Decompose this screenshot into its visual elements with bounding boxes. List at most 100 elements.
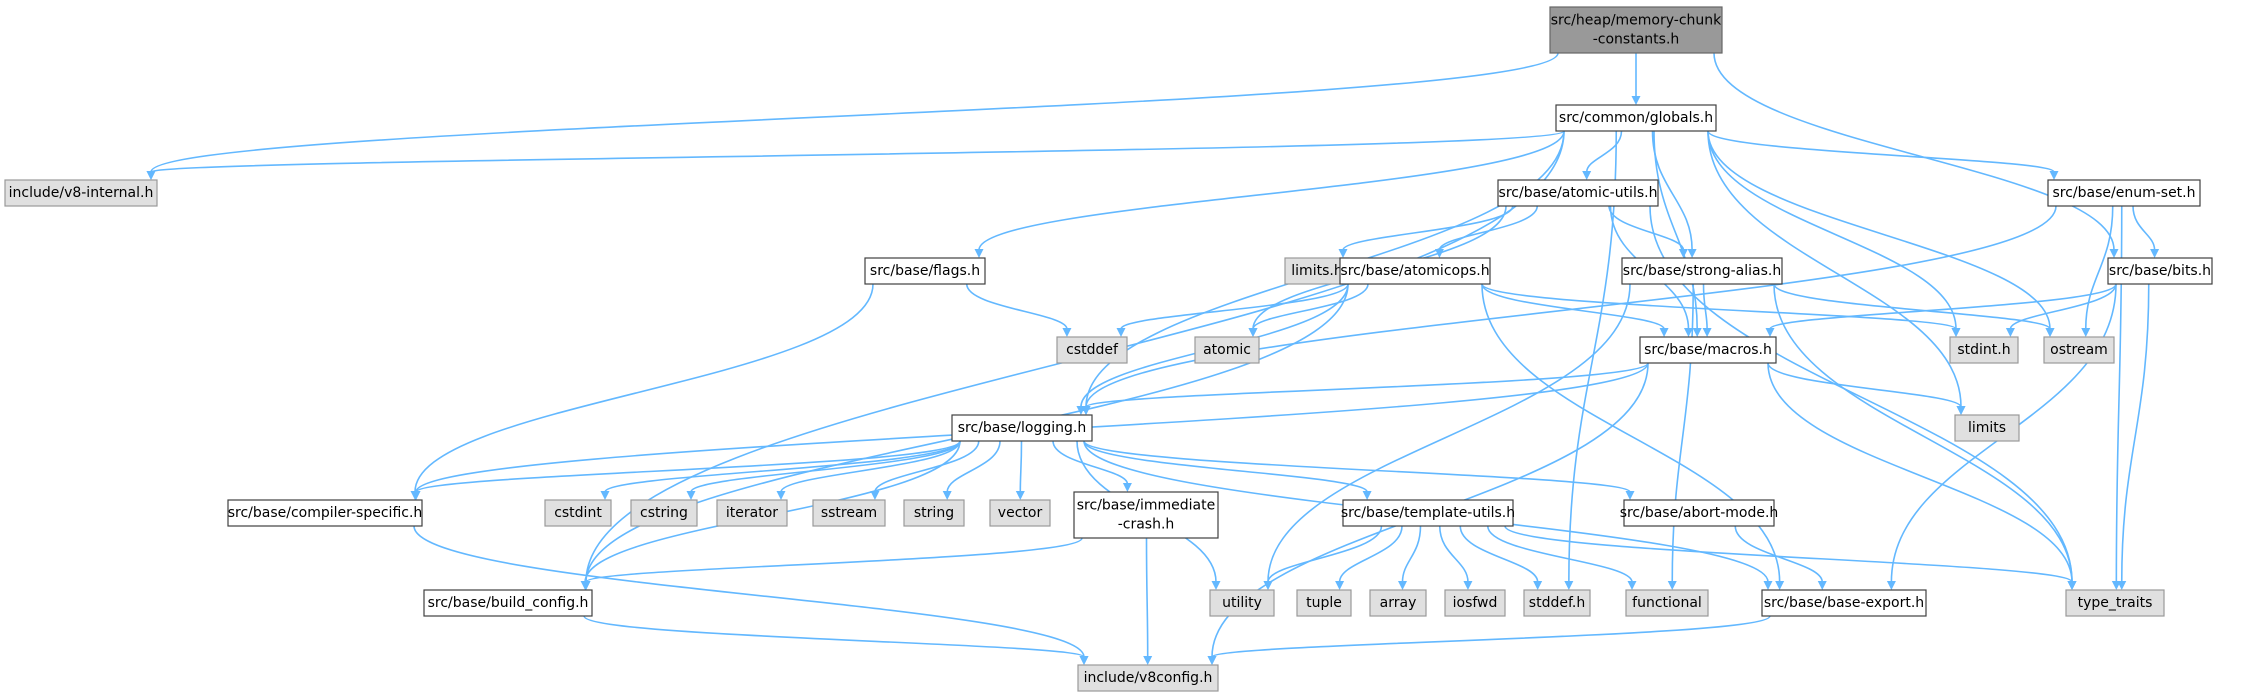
node-root[interactable]: src/heap/memory-chunk-constants.h: [1549, 6, 1723, 54]
node-cstdint: cstdint: [544, 499, 612, 527]
node-box-strongalias: [1621, 257, 1783, 285]
edge-arrowhead-logging-to-compilerspecific: [411, 491, 421, 500]
edge-arrowhead-root-to-globals: [1631, 96, 1641, 105]
node-label-atomic: atomic: [1203, 342, 1251, 358]
node-label-cstring: cstring: [640, 505, 688, 521]
edge-enumset-to-bits: [2132, 205, 2156, 251]
node-box-logging: [951, 414, 1093, 442]
node-box-iterator: [716, 499, 788, 527]
node-label-immediatecrash: -crash.h: [1118, 517, 1175, 533]
node-box-globals: [1555, 104, 1717, 132]
edge-globals-to-enumset: [1707, 130, 2055, 173]
node-strongalias[interactable]: src/base/strong-alias.h: [1621, 257, 1783, 285]
edge-macros-to-limits: [1767, 362, 1962, 408]
node-box-cstdint: [544, 499, 612, 527]
node-box-functional: [1625, 589, 1709, 617]
edge-arrowhead-templateutils-to-iosfwd: [1463, 581, 1473, 590]
edge-atomicops-to-stdinth: [1481, 283, 1957, 330]
edge-baseexport-to-v8config: [1211, 615, 1771, 658]
edge-strongalias-to-macros: [1702, 283, 1708, 330]
edge-globals-to-limits: [1707, 130, 1962, 408]
node-box-baseexport: [1761, 589, 1927, 617]
node-string: string: [903, 499, 965, 527]
node-box-root: [1549, 6, 1723, 54]
edge-logging-to-compilerspecific: [415, 440, 961, 493]
node-atomicutils[interactable]: src/base/atomic-utils.h: [1497, 179, 1659, 207]
node-enumset[interactable]: src/base/enum-set.h: [2047, 179, 2201, 207]
node-box-enumset: [2047, 179, 2201, 207]
edge-arrowhead-globals-to-strongalias: [1687, 249, 1697, 258]
node-macros[interactable]: src/base/macros.h: [1639, 336, 1777, 364]
node-immediatecrash[interactable]: src/base/immediate -crash.h: [1073, 491, 1219, 539]
edge-arrowhead-logging-to-cstdint: [600, 491, 610, 500]
edge-abortmode-to-baseexport: [1734, 525, 1824, 583]
node-label-abortmode: src/base/abort-mode.h: [1620, 505, 1779, 521]
node-box-vector: [989, 499, 1051, 527]
node-box-stddefh: [1523, 589, 1591, 617]
node-label-string: string: [914, 505, 954, 521]
edge-globals-to-ostream: [1707, 130, 2051, 330]
edge-logging-to-sstream: [874, 440, 980, 493]
node-box-macros: [1639, 336, 1777, 364]
edge-arrowhead-templateutils-to-functional: [1627, 581, 1637, 590]
node-box-atomicops: [1339, 257, 1491, 285]
edge-arrowhead-bits-to-stdinth: [2005, 328, 2015, 337]
node-box-iosfwd: [1444, 589, 1506, 617]
node-label-sstream: sstream: [821, 505, 877, 521]
edge-arrowhead-globals-to-stddefh: [1564, 581, 1574, 590]
edge-logging-to-abortmode: [1083, 440, 1631, 493]
node-box-v8internal: [4, 179, 158, 207]
edge-arrowhead-atomicutils-to-macros: [1684, 328, 1693, 337]
node-v8internal: include/v8-internal.h: [4, 179, 158, 207]
edge-arrowhead-root-to-bits: [2109, 249, 2119, 258]
edge-arrowhead-enumset-to-ostream: [2081, 328, 2091, 337]
node-stddefh: stddef.h: [1523, 589, 1591, 617]
node-templateutils[interactable]: src/base/template-utils.h: [1341, 499, 1515, 527]
edge-arrowhead-atomicops-to-macros: [1659, 328, 1669, 337]
edge-arrowhead-templateutils-to-stddefh: [1533, 581, 1543, 590]
node-sstream: sstream: [812, 499, 886, 527]
edge-buildconfig-to-v8config: [583, 615, 1085, 658]
node-box-compilerspecific: [227, 499, 423, 527]
node-v8config: include/v8config.h: [1077, 664, 1219, 692]
node-abortmode[interactable]: src/base/abort-mode.h: [1620, 499, 1779, 527]
node-label-utility: utility: [1222, 595, 1262, 611]
node-tuple: tuple: [1296, 589, 1352, 617]
edge-arrowhead-strongalias-to-ostream: [2045, 328, 2055, 337]
edge-templateutils-to-utility: [1267, 525, 1383, 583]
node-label-v8internal: include/v8-internal.h: [9, 185, 154, 201]
edge-arrowhead-logging-to-sstream: [870, 491, 880, 500]
node-bits[interactable]: src/base/bits.h: [2107, 257, 2213, 285]
edge-templateutils-to-functional: [1486, 525, 1633, 583]
node-label-tuple: tuple: [1306, 595, 1342, 611]
node-label-typetraits: type_traits: [2078, 595, 2153, 611]
edge-arrowhead-templateutils-to-utility: [1263, 581, 1273, 590]
edge-arrowhead-globals-to-flags: [974, 249, 984, 258]
edge-arrowhead-globals-to-v8internal: [146, 171, 156, 180]
node-atomicops[interactable]: src/base/atomicops.h: [1339, 257, 1491, 285]
edge-arrowhead-templateutils-to-array: [1398, 581, 1407, 590]
edge-bits-to-stdinth: [2009, 283, 2117, 330]
node-logging[interactable]: src/base/logging.h: [951, 414, 1093, 442]
node-label-atomicops: src/base/atomicops.h: [1340, 263, 1489, 279]
edge-arrowhead-strongalias-to-macros: [1702, 328, 1712, 337]
node-label-buildconfig: src/base/build_config.h: [428, 595, 589, 611]
edge-arrowhead-atomicutils-to-strongalias: [1678, 249, 1688, 258]
node-cstddef: cstddef: [1056, 336, 1128, 364]
node-cstring: cstring: [630, 499, 698, 527]
node-baseexport[interactable]: src/base/base-export.h: [1761, 589, 1927, 617]
edge-strongalias-to-utility: [1267, 283, 1631, 583]
node-label-immediatecrash: src/base/immediate: [1077, 498, 1215, 514]
edge-arrowhead-templateutils-to-tuple: [1335, 581, 1345, 590]
edge-arrowhead-macros-to-logging: [1081, 406, 1091, 415]
node-box-typetraits: [2065, 589, 2165, 617]
node-globals[interactable]: src/common/globals.h: [1555, 104, 1717, 132]
node-atomic: atomic: [1194, 336, 1260, 364]
edge-logging-to-immediatecrash: [1052, 440, 1129, 485]
edge-arrowhead-logging-to-string: [942, 491, 952, 500]
node-box-stdinth: [1949, 336, 2019, 364]
node-flags[interactable]: src/base/flags.h: [864, 257, 986, 285]
node-buildconfig[interactable]: src/base/build_config.h: [423, 589, 593, 617]
node-compilerspecific[interactable]: src/base/compiler-specific.h: [227, 499, 423, 527]
edge-arrowhead-templateutils-to-typetraits: [2067, 581, 2077, 590]
